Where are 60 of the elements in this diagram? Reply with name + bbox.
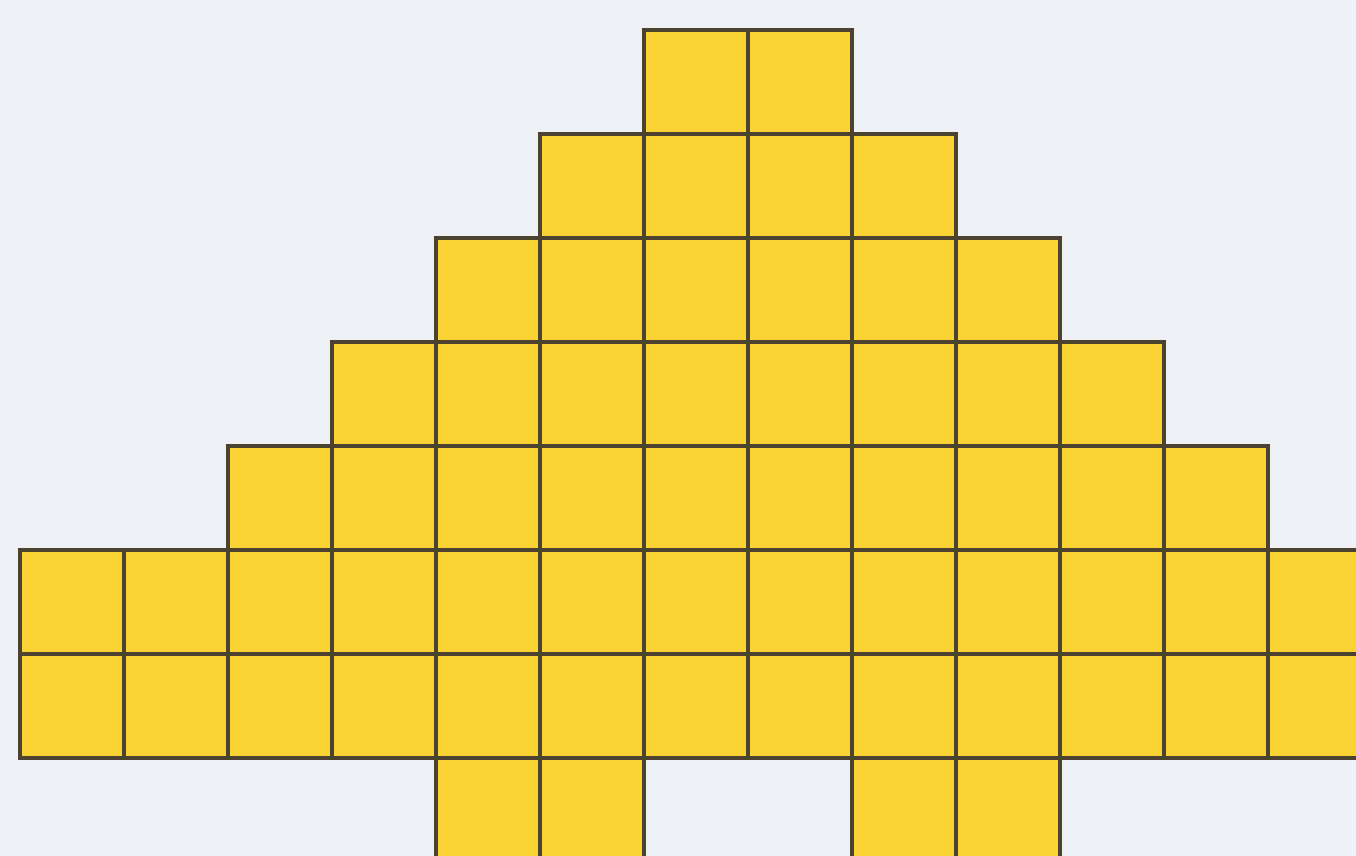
square-tile: [538, 756, 646, 856]
square-tile: [746, 28, 854, 136]
square-tile: [1058, 340, 1166, 448]
square-tile: [330, 652, 438, 760]
square-tile: [1058, 444, 1166, 552]
square-tile: [642, 652, 750, 760]
square-tile: [330, 548, 438, 656]
square-tile: [538, 548, 646, 656]
square-tile: [746, 236, 854, 344]
square-tile: [538, 236, 646, 344]
square-tile: [642, 548, 750, 656]
square-tile: [330, 340, 438, 448]
square-tile: [18, 548, 126, 656]
square-tile: [538, 132, 646, 240]
square-tile: [1266, 652, 1356, 760]
square-tile: [850, 236, 958, 344]
square-tile: [954, 236, 1062, 344]
square-tile: [850, 652, 958, 760]
square-tile: [434, 236, 542, 344]
square-tile: [642, 28, 750, 136]
square-tile: [434, 340, 542, 448]
square-tile: [226, 548, 334, 656]
square-tile: [538, 340, 646, 448]
square-tile: [434, 652, 542, 760]
square-tile: [746, 444, 854, 552]
square-tile: [954, 548, 1062, 656]
square-tile: [122, 652, 230, 760]
square-tile: [1162, 652, 1270, 760]
square-tile: [642, 236, 750, 344]
square-tile: [954, 444, 1062, 552]
square-tile: [1266, 548, 1356, 656]
square-tile: [226, 652, 334, 760]
square-tile: [746, 340, 854, 448]
square-tile: [330, 444, 438, 552]
square-tile: [850, 132, 958, 240]
square-tile: [850, 444, 958, 552]
square-tile: [954, 756, 1062, 856]
square-tile: [1058, 652, 1166, 760]
square-tile: [642, 132, 750, 240]
square-tile: [1058, 548, 1166, 656]
square-tile: [1162, 444, 1270, 552]
square-tile: [746, 548, 854, 656]
square-tile: [434, 756, 542, 856]
square-tile: [850, 340, 958, 448]
square-tile: [1162, 548, 1270, 656]
square-tile: [434, 548, 542, 656]
square-tile: [746, 652, 854, 760]
square-tile: [538, 444, 646, 552]
square-tile: [954, 340, 1062, 448]
square-tile: [642, 340, 750, 448]
square-tile: [850, 548, 958, 656]
square-tile: [850, 756, 958, 856]
square-tile: [538, 652, 646, 760]
square-tile: [954, 652, 1062, 760]
square-tile: [122, 548, 230, 656]
square-tile: [18, 652, 126, 760]
square-tile: [226, 444, 334, 552]
square-tile: [434, 444, 542, 552]
square-tile: [642, 444, 750, 552]
square-tile: [746, 132, 854, 240]
